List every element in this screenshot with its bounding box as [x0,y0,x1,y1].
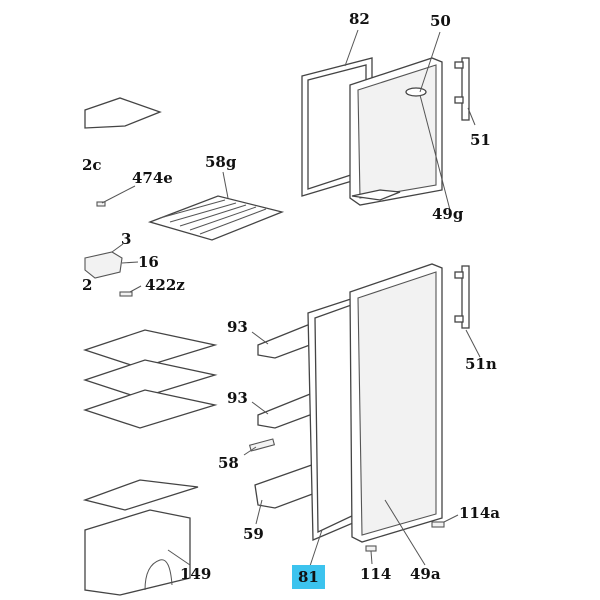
freezer-handle [454,57,470,121]
wire-shelf [147,195,285,241]
label-82: 82 [349,10,370,28]
freezer-shelf-partial [84,97,162,129]
egg-tray [248,438,276,452]
label-51n: 51n [465,355,497,373]
glass-shelves [82,329,218,429]
label-81-highlighted[interactable]: 81 [292,565,325,589]
freezer-door [349,57,443,206]
fridge-door [349,263,443,543]
label-114a: 114a [459,504,501,522]
label-16: 16 [138,253,159,271]
fridge-handle [454,265,470,329]
label-58g: 58g [205,153,237,171]
label-51: 51 [470,131,491,149]
label-93-upper: 93 [227,318,248,336]
label-3: 3 [121,230,132,248]
hinge-bottom [365,545,377,552]
label-474e: 474e [132,169,173,187]
label-49g: 49g [432,205,464,223]
label-93-lower: 93 [227,389,248,407]
small-clip [96,201,106,207]
label-149: 149 [180,565,212,583]
connector [119,291,133,297]
label-50: 50 [430,12,451,30]
label-2: 2 [82,276,93,294]
label-59: 59 [243,525,264,543]
label-422z: 422z [145,276,185,294]
lamp-cover [84,251,123,279]
label-114: 114 [360,565,392,583]
label-58: 58 [218,454,239,472]
leader-lines [101,29,481,567]
label-49a: 49a [410,565,441,583]
hinge-side [431,521,445,528]
label-2c: 2c [82,156,102,174]
crisper-drawer [82,479,199,596]
fridge-door-gasket [307,295,361,541]
